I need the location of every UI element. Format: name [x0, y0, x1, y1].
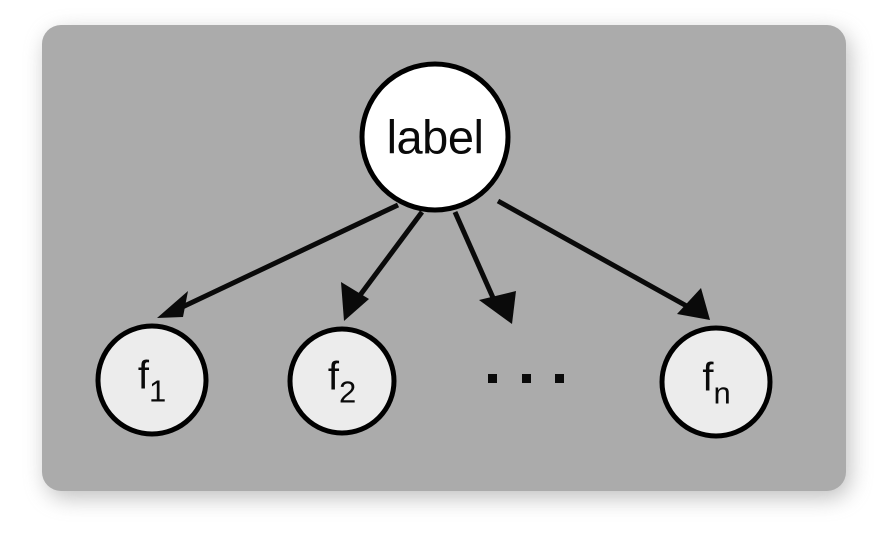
node-f2-subscript: 2 [338, 374, 357, 410]
node-fn-circle[interactable] [659, 325, 773, 439]
node-label-text: label [386, 110, 484, 164]
node-f2-circle[interactable] [287, 326, 397, 436]
node-f1-circle[interactable] [95, 323, 209, 437]
node-fn-subscript: n [713, 375, 731, 411]
edge-label-to-f2 [341, 210, 425, 321]
node-f1-text: f1 [96, 356, 208, 407]
node-fn-text: fn [660, 358, 773, 409]
node-f1-subscript: 1 [148, 373, 167, 409]
node-f2-base: f [327, 354, 339, 399]
ellipsis-dot [555, 373, 564, 383]
node-f2-text: f2 [288, 357, 396, 408]
ellipsis-dot [488, 373, 497, 383]
node-label-circle[interactable] [359, 61, 511, 213]
edge-label-to-f1 [157, 202, 400, 318]
node-fn-base: f [702, 355, 714, 400]
ellipsis-indicator [488, 371, 564, 385]
ellipsis-dot [521, 373, 531, 383]
edge-label-to-fn [496, 198, 710, 320]
edge-label-to-ellipsis [452, 210, 516, 324]
node-f1-base: f [137, 353, 149, 398]
